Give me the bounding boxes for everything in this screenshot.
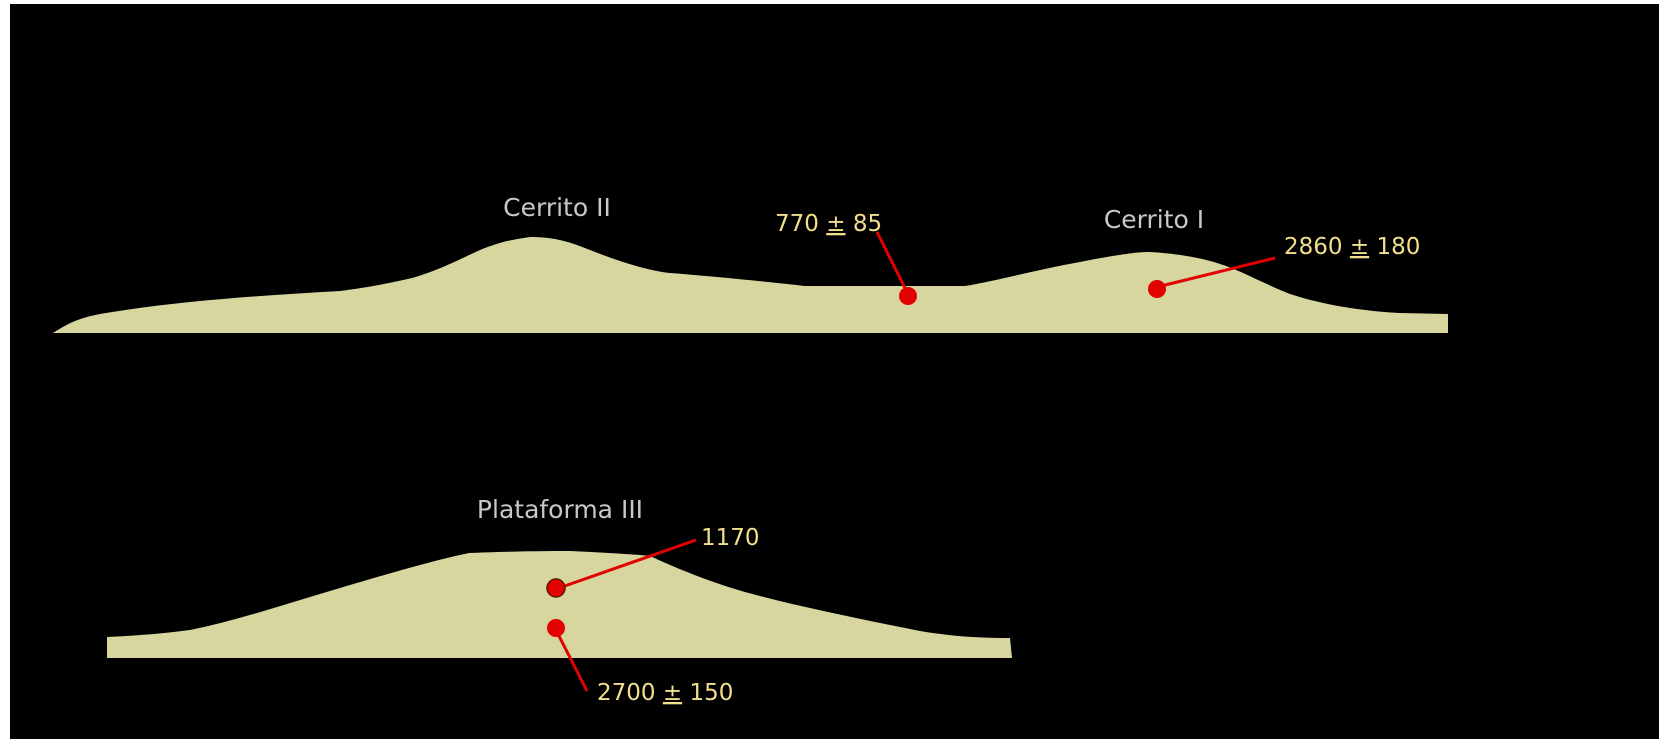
stratigraphic-profiles: Cerrito II Cerrito I 770 ± 85 2860 ± 180… <box>53 193 1448 706</box>
date-error-180: 180 <box>1376 234 1420 260</box>
site-label-plataforma-iii: Plataforma III <box>477 495 643 524</box>
sample-dot-770 <box>899 287 917 305</box>
sample-dot-2700 <box>547 619 565 637</box>
leader-line-2860 <box>1156 256 1276 289</box>
date-label-1170: 1170 <box>701 525 760 551</box>
mound-profile-plataforma <box>107 551 1012 658</box>
date-value-2700: 2700 <box>597 680 656 706</box>
date-label-2860: 2860 ± 180 <box>1284 234 1420 260</box>
plus-minus-sign: ± <box>663 680 682 706</box>
leader-line-1170 <box>558 538 697 590</box>
date-error-85: 85 <box>853 211 882 237</box>
date-label-2700: 2700 ± 150 <box>597 680 733 706</box>
site-label-cerrito-ii: Cerrito II <box>503 193 611 222</box>
date-value-770: 770 <box>775 211 819 237</box>
site-label-cerrito-i: Cerrito I <box>1104 205 1204 234</box>
plus-minus-sign: ± <box>1350 234 1369 260</box>
sample-dot-1170 <box>546 578 566 598</box>
plus-minus-sign: ± <box>826 211 845 237</box>
leader-line-2700 <box>556 633 589 692</box>
leader-line-770 <box>875 231 908 291</box>
sample-dot-2860 <box>1148 280 1166 298</box>
date-label-770: 770 ± 85 <box>775 211 882 237</box>
date-value-2860: 2860 <box>1284 234 1343 260</box>
date-error-150: 150 <box>689 680 733 706</box>
mound-profile-cerritos <box>53 237 1448 333</box>
diagram-canvas: Cerrito II Cerrito I 770 ± 85 2860 ± 180… <box>10 4 1659 739</box>
